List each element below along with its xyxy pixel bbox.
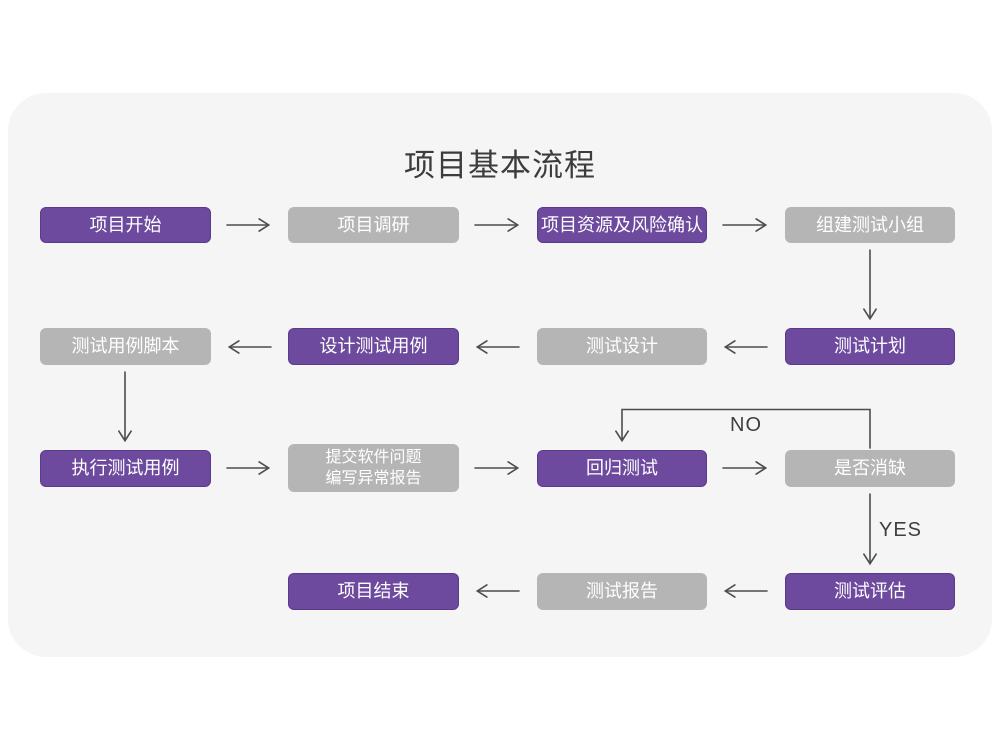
node-build-test-team: 组建测试小组 [785, 207, 955, 243]
node-regression-test: 回归测试 [537, 450, 707, 487]
node-label: 组建测试小组 [816, 214, 924, 235]
node-test-plan: 测试计划 [785, 328, 955, 365]
node-test-design: 测试设计 [537, 328, 707, 365]
node-label: 测试评估 [834, 581, 906, 601]
node-label-line2: 编写异常报告 [325, 470, 422, 487]
flowchart-card [8, 93, 992, 657]
edge-label-no: NO [730, 414, 762, 436]
page-title: 项目基本流程 [404, 148, 596, 183]
node-test-report: 测试报告 [537, 573, 707, 610]
node-label: 项目调研 [337, 214, 410, 235]
node-label: 测试计划 [834, 336, 906, 356]
node-test-evaluation: 测试评估 [785, 573, 955, 610]
node-execute-test-cases: 执行测试用例 [40, 450, 211, 487]
node-label: 项目资源及风险确认 [541, 214, 703, 235]
node-label: 项目开始 [89, 214, 162, 235]
node-submit-issue-report: 提交软件问题 编写异常报告 [288, 444, 459, 492]
node-label: 执行测试用例 [71, 458, 180, 478]
node-project-research: 项目调研 [288, 207, 459, 243]
node-project-start: 项目开始 [40, 207, 211, 243]
node-resource-risk-confirm: 项目资源及风险确认 [537, 207, 707, 243]
node-label: 设计测试用例 [319, 336, 428, 356]
node-label: 测试报告 [586, 581, 658, 601]
node-label: 项目结束 [337, 581, 410, 601]
node-label: 测试设计 [586, 336, 658, 356]
node-label: 回归测试 [586, 458, 658, 478]
node-label-line1: 提交软件问题 [325, 449, 422, 466]
edge-label-yes: YES [879, 519, 923, 541]
node-test-case-script: 测试用例脚本 [40, 328, 211, 365]
node-defect-cleared-decision: 是否消缺 [785, 450, 955, 487]
node-label: 测试用例脚本 [71, 336, 180, 356]
node-design-test-cases: 设计测试用例 [288, 328, 459, 365]
node-label: 是否消缺 [834, 458, 906, 478]
node-project-end: 项目结束 [288, 573, 459, 610]
